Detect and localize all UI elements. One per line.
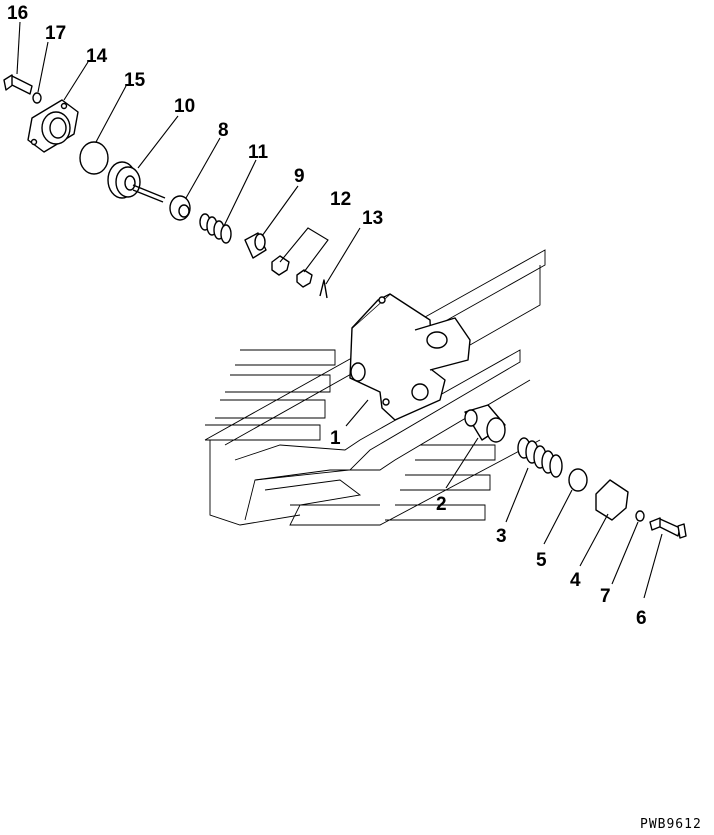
drawing-code: PWB9612 [640, 817, 702, 832]
part-2-spool [464, 404, 506, 443]
part-10-piston [107, 161, 166, 203]
callout-5: 5 [536, 550, 547, 571]
callout-6: 6 [636, 608, 647, 629]
part-11-spring [199, 213, 232, 244]
part-3-spring [517, 437, 563, 478]
part-7-washer [635, 510, 645, 522]
leader-lines [16, 21, 663, 599]
part-4-cover [595, 479, 629, 521]
part-9-plug [244, 232, 267, 259]
callout-11: 11 [248, 142, 269, 163]
part-12-nut-a [271, 255, 290, 276]
part-8-spring-seat [169, 195, 191, 221]
callout-2: 2 [436, 494, 447, 515]
callout-4: 4 [570, 570, 581, 591]
callout-16: 16 [7, 3, 28, 24]
part-5-o-ring [568, 468, 588, 492]
callout-7: 7 [600, 586, 611, 607]
part-17-washer [32, 92, 42, 104]
callout-17: 17 [45, 23, 66, 44]
part-14-cover [27, 99, 79, 153]
callout-13: 13 [362, 208, 383, 229]
background-logo [204, 249, 546, 526]
callout-3: 3 [496, 526, 507, 547]
callout-8: 8 [218, 120, 229, 141]
callout-1: 1 [330, 428, 341, 449]
part-6-bolt [649, 517, 687, 539]
part-1-valve-body [349, 293, 471, 421]
part-15-o-ring [79, 141, 109, 175]
callout-15: 15 [124, 70, 146, 91]
part-16-bolt [3, 74, 33, 95]
callout-14: 14 [86, 46, 108, 67]
callout-9: 9 [294, 166, 305, 187]
part-13-pin [319, 279, 328, 299]
callout-12: 12 [330, 189, 351, 210]
callout-10: 10 [174, 96, 195, 117]
part-12-nut-b [296, 269, 313, 288]
